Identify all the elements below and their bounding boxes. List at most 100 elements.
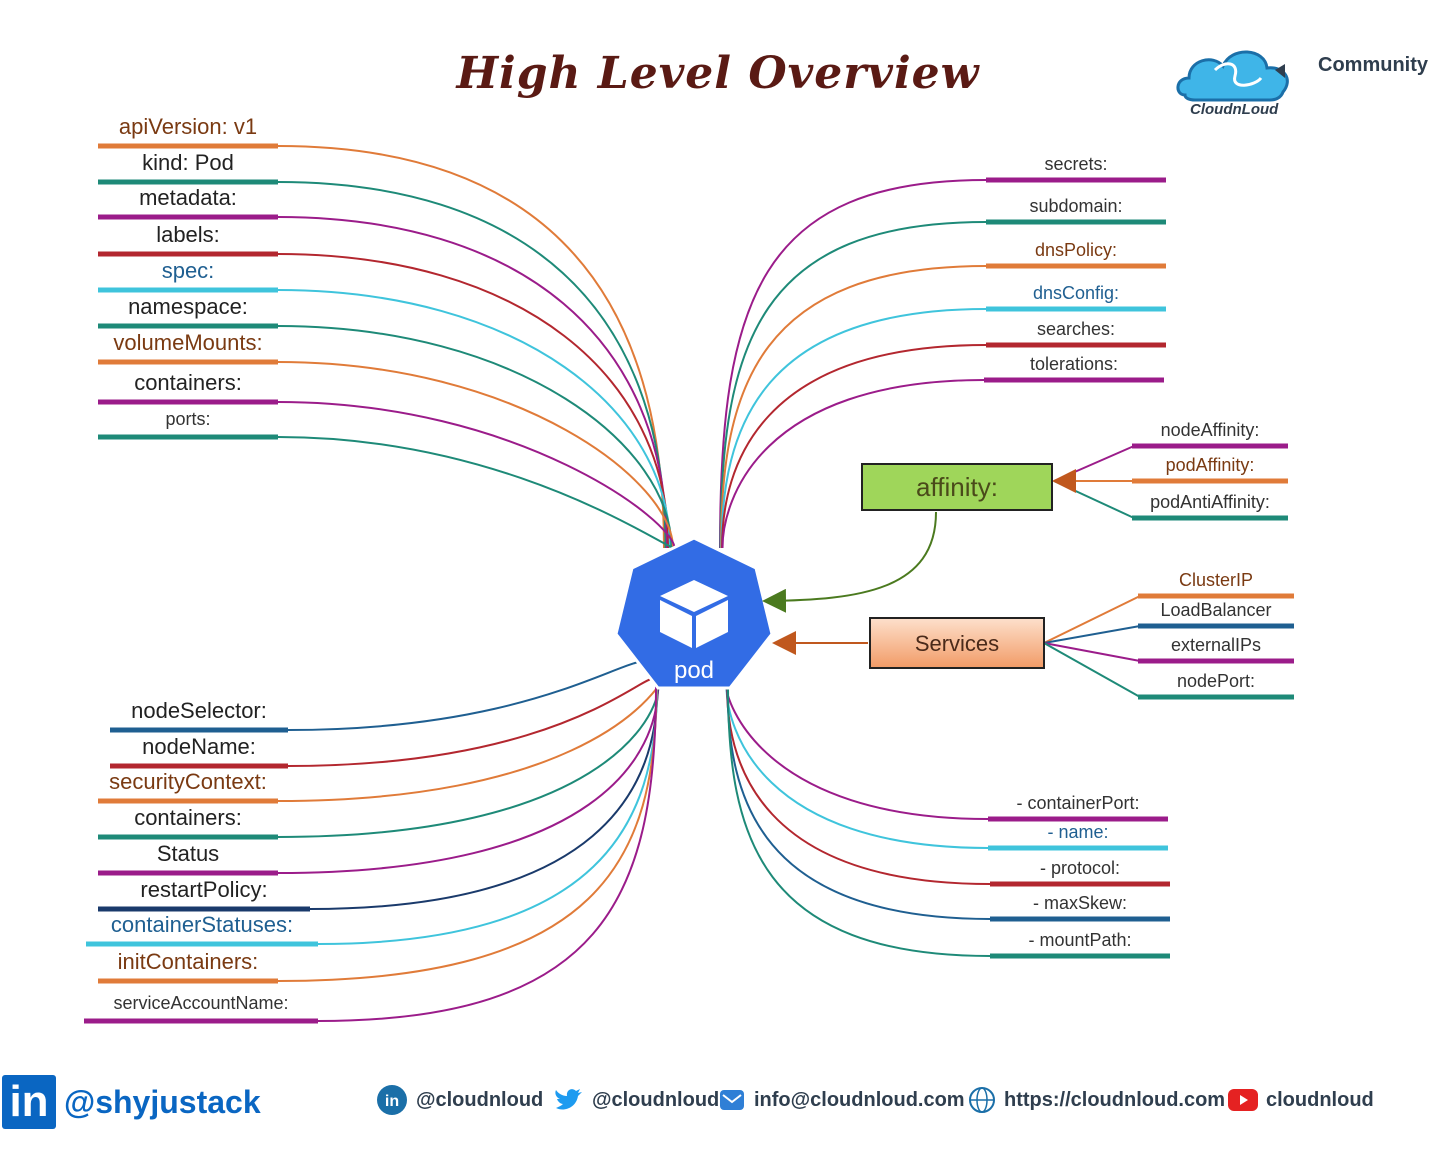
connector-protocol [726, 685, 991, 885]
connector-restartpolicy [309, 685, 659, 910]
label-status: Status [157, 841, 219, 866]
label-namespace: namespace: [128, 294, 248, 319]
label-spec: spec: [162, 258, 215, 283]
affinity-label: affinity: [916, 472, 998, 502]
footer-item-youtube[interactable]: cloudnloud [1228, 1080, 1374, 1120]
label-initcontainers: initContainers: [118, 949, 259, 974]
connector-tolerations [721, 379, 985, 549]
label-containers: containers: [134, 805, 242, 830]
affinity-box[interactable] [861, 463, 1053, 511]
connector-containers [277, 685, 660, 838]
label-dnsconfig: dnsConfig: [1033, 283, 1119, 303]
linkedin-handle: @shyjustack [64, 1083, 261, 1120]
connector-apiversion-v1 [277, 145, 665, 549]
label-searches: searches: [1037, 319, 1115, 339]
connector-labels [277, 253, 670, 549]
label-restartpolicy: restartPolicy: [140, 877, 267, 902]
connector-spec [277, 289, 671, 549]
footer-label: cloudnloud [1266, 1088, 1374, 1111]
svg-text:in: in [385, 1093, 399, 1110]
footer-label: @cloudnloud [416, 1088, 544, 1111]
page-title: High Level Overview [456, 48, 980, 99]
label-name: - name: [1047, 822, 1108, 842]
label-secrets: secrets: [1044, 154, 1107, 174]
label-podaffinity: podAffinity: [1166, 455, 1255, 475]
label-dnspolicy: dnsPolicy: [1035, 240, 1117, 260]
label-clusterip: ClusterIP [1179, 570, 1253, 590]
label-externalips: externalIPs [1171, 635, 1261, 655]
connector-nodeport [1043, 642, 1141, 698]
cube-icon [660, 580, 728, 648]
pod-label: pod [674, 657, 714, 684]
connector-initcontainers [277, 685, 658, 982]
label-containers: containers: [134, 370, 242, 395]
connector-kind-pod [277, 181, 667, 549]
pod-heptagon[interactable] [614, 536, 774, 690]
footer-item-twitter[interactable]: @cloudnloud [552, 1080, 719, 1120]
footer-item-linkedin[interactable]: in @cloudnloud [376, 1080, 543, 1120]
label-metadata: metadata: [139, 185, 237, 210]
mail-icon [718, 1086, 746, 1114]
connector-namespace [277, 325, 673, 549]
connector-volumemounts [277, 361, 674, 549]
connector-containerport [725, 685, 989, 820]
connector-searches [721, 344, 987, 549]
twitter-icon [552, 1084, 584, 1116]
footer-label: info@cloudnloud.com [754, 1088, 965, 1111]
label-ports: ports: [165, 409, 210, 429]
affinity-arrow [762, 511, 937, 613]
connector-nodeselector [287, 659, 661, 731]
connector-dnspolicy [720, 265, 987, 549]
connector-nodeaffinity [1053, 445, 1135, 482]
linkedin-profile[interactable]: in @shyjustack [2, 1075, 261, 1129]
connector-containers [277, 401, 676, 549]
label-containerstatuses: containerStatuses: [111, 912, 293, 937]
label-serviceaccountname: serviceAccountName: [113, 993, 288, 1013]
connector-securitycontext [277, 684, 660, 802]
connector-podantiaffinity [1053, 480, 1135, 519]
label-podantiaffinity: podAntiAffinity: [1150, 492, 1270, 512]
connector-serviceaccountname [317, 685, 657, 1022]
connector-subdomain [719, 221, 987, 549]
connector-externalips [1043, 642, 1141, 662]
label-nodeaffinity: nodeAffinity: [1161, 420, 1260, 440]
footer-item-mail[interactable]: info@cloudnloud.com [718, 1080, 965, 1120]
services-box[interactable] [869, 617, 1045, 669]
connector-ports [277, 436, 677, 550]
label-nodeport: nodePort: [1177, 671, 1255, 691]
label-subdomain: subdomain: [1029, 196, 1122, 216]
label-maxskew: - maxSkew: [1033, 893, 1127, 913]
connector-status [277, 685, 659, 874]
label-volumemounts: volumeMounts: [113, 330, 262, 355]
label-nodeselector: nodeSelector: [131, 698, 267, 723]
connector-clusterip [1043, 595, 1141, 644]
label-mountpath: - mountPath: [1028, 930, 1131, 950]
label-labels: labels: [156, 222, 220, 247]
label-nodename: nodeName: [142, 734, 256, 759]
connector-dnsconfig [720, 308, 987, 549]
cloudnloud-logo [1176, 50, 1289, 102]
footer-label: https://cloudnloud.com [1004, 1088, 1226, 1111]
connector-loadbalancer [1043, 625, 1141, 644]
connector-nodename [287, 676, 661, 767]
connector-metadata [277, 216, 668, 549]
connector-secrets [719, 179, 987, 549]
services-label: Services [915, 631, 999, 656]
label-containerport: - containerPort: [1016, 793, 1139, 813]
globe-icon [968, 1086, 996, 1114]
label-kind-pod: kind: Pod [142, 150, 234, 175]
footer-label: @cloudnloud [592, 1088, 720, 1111]
community-label: Community [1318, 54, 1428, 76]
youtube-icon [1228, 1089, 1258, 1111]
linkedin-icon: in [2, 1075, 56, 1129]
label-tolerations: tolerations: [1030, 354, 1118, 374]
label-protocol: - protocol: [1040, 858, 1120, 878]
label-apiversion-v1: apiVersion: v1 [119, 114, 257, 139]
footer-item-globe[interactable]: https://cloudnloud.com [968, 1080, 1225, 1120]
connector-mountpath [727, 685, 991, 957]
label-securitycontext: securityContext: [109, 769, 267, 794]
connector-name [725, 685, 989, 849]
label-loadbalancer: LoadBalancer [1160, 600, 1271, 620]
brand-name: CloudnLoud [1190, 101, 1279, 118]
